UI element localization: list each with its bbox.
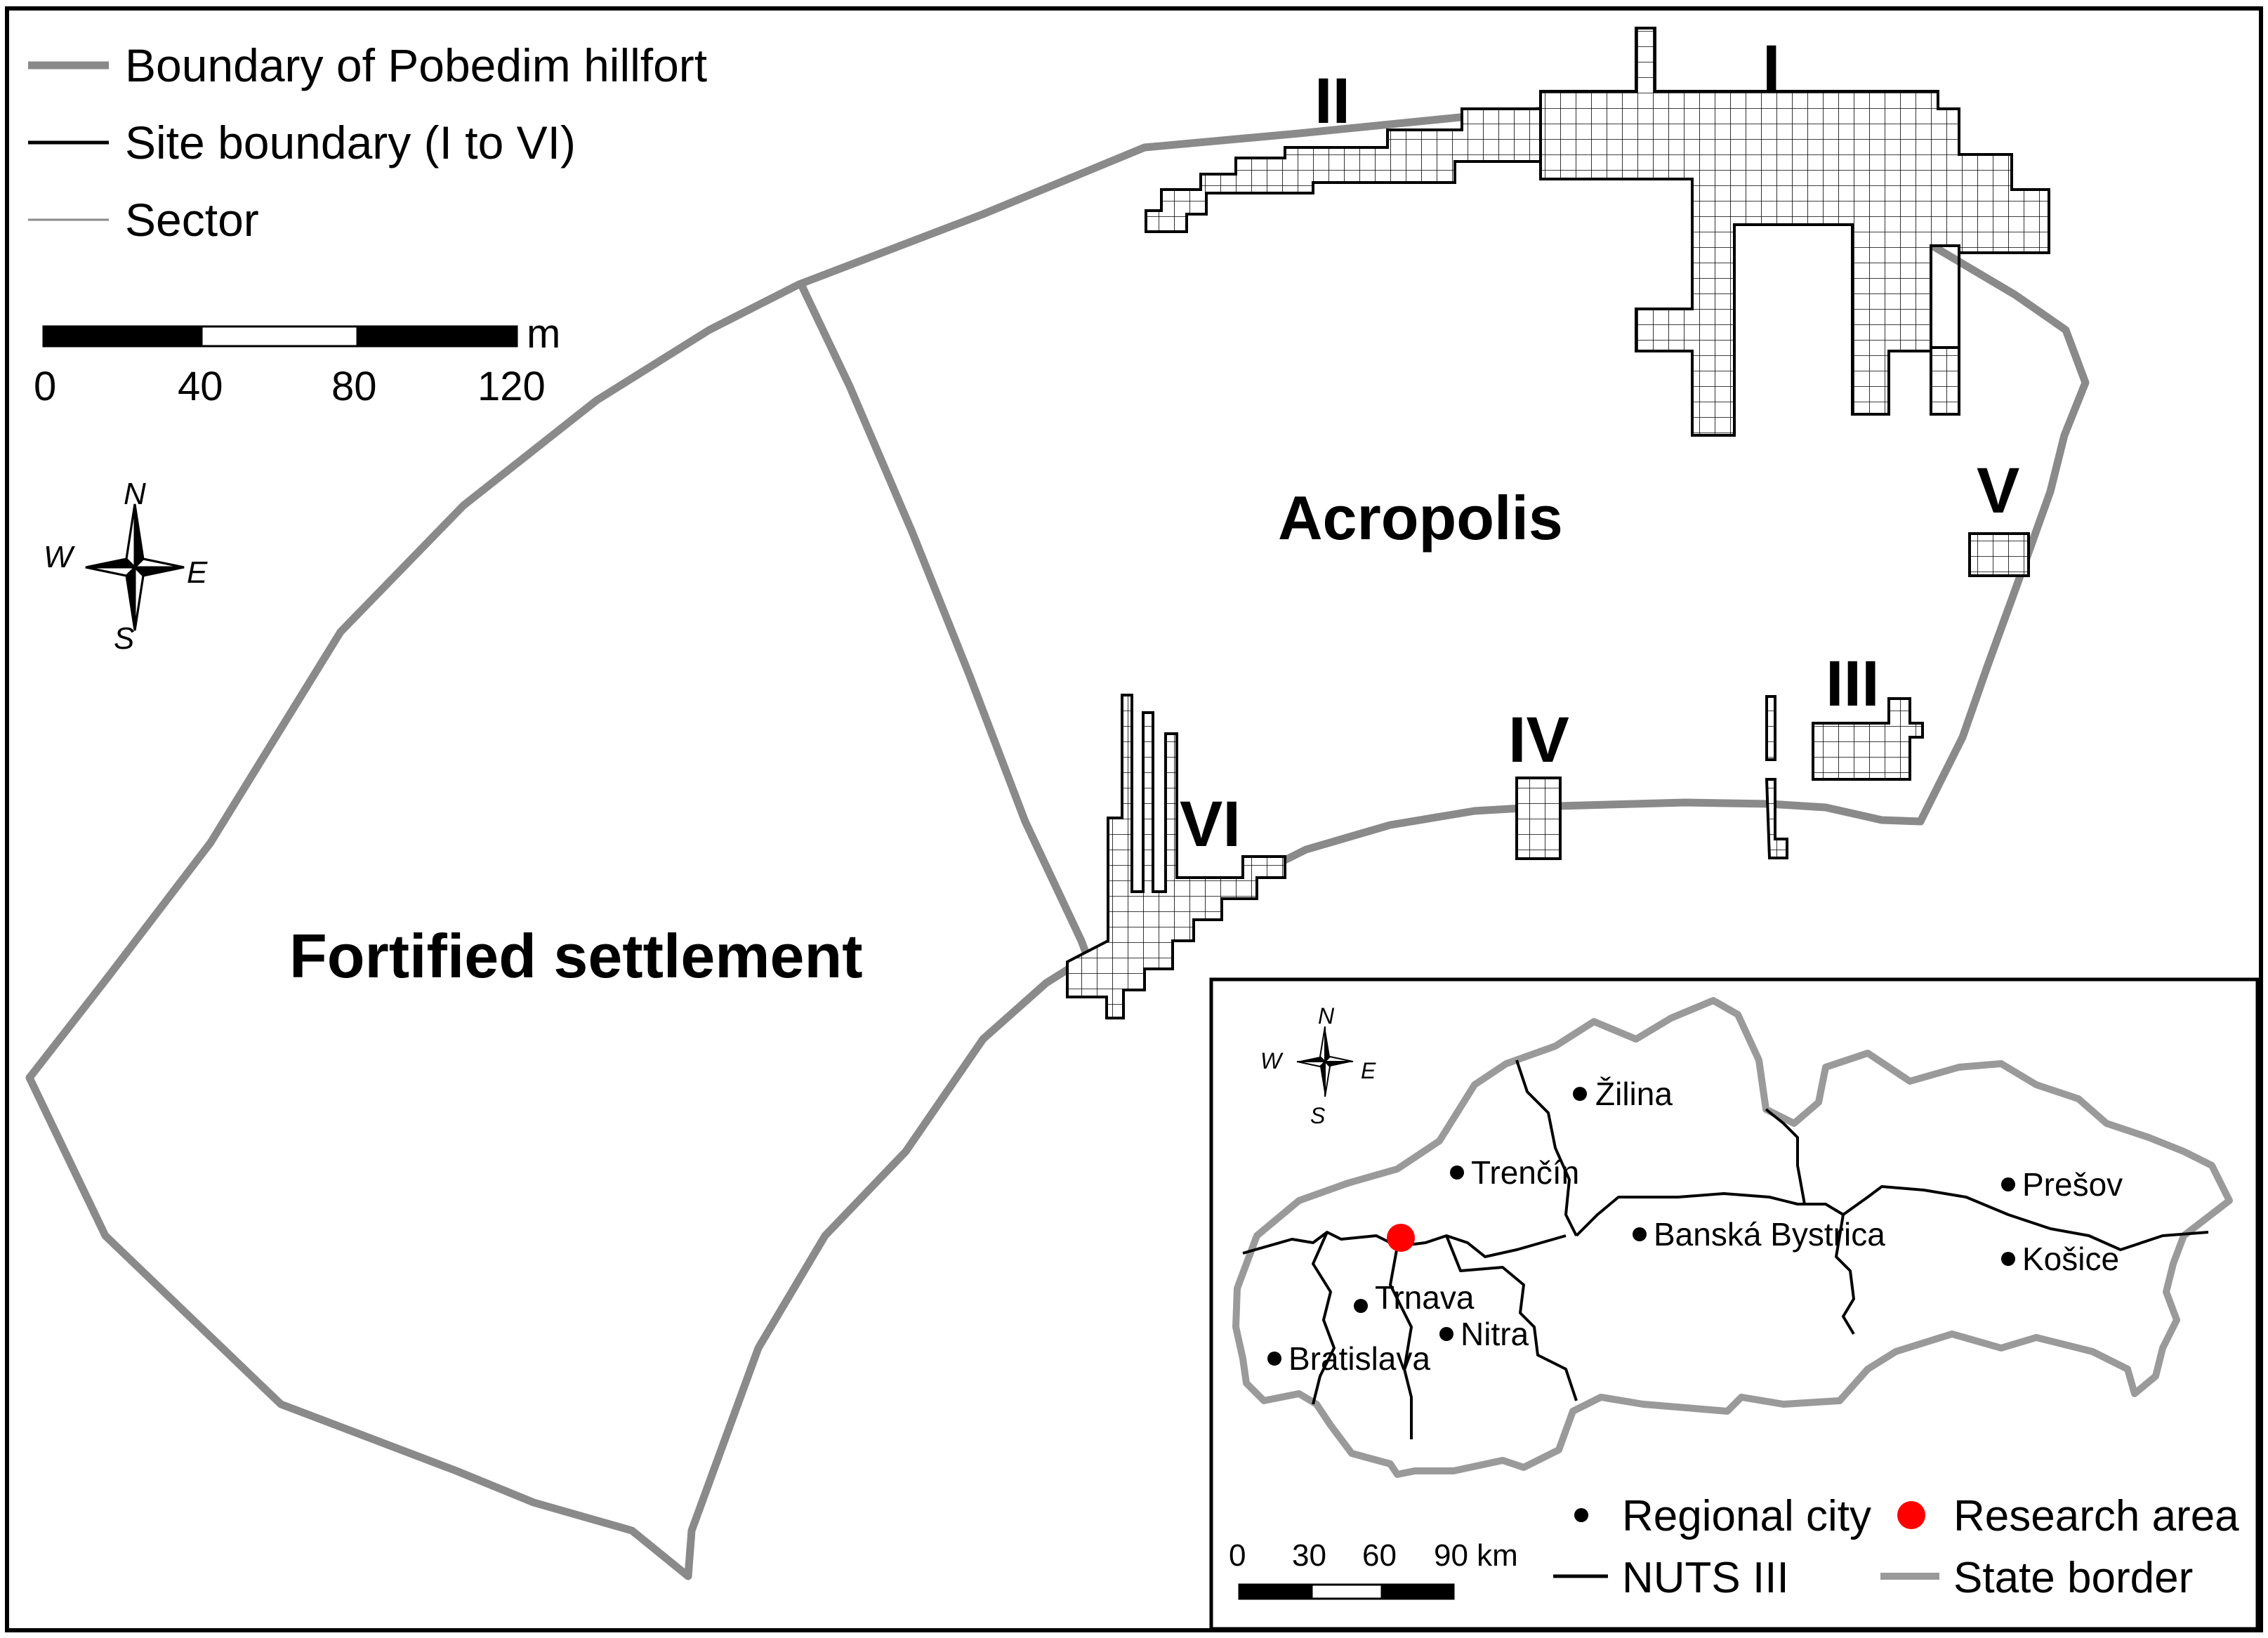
legend-research-area-dot — [1897, 1501, 1925, 1529]
scale-seg-3 — [356, 325, 518, 348]
site-label-v: V — [1977, 455, 2019, 527]
city-dot-kosice — [2001, 1252, 2015, 1266]
site-label-iii: III — [1826, 648, 1880, 720]
legend-research-area-label: Research area — [1953, 1492, 2239, 1540]
sector-divider — [797, 281, 1096, 970]
city-label-zilina: Žilina — [1595, 1076, 1673, 1112]
compass-w: W — [44, 540, 75, 574]
city-dot-banska-bystrica — [1633, 1227, 1647, 1241]
site-iii-strip-2 — [1765, 778, 1788, 859]
site-grids — [1066, 27, 2050, 1019]
inset-scale-tick-0: 0 — [1229, 1538, 1246, 1573]
inset-scale-seg-1 — [1238, 1583, 1313, 1600]
site-label-vi: VI — [1180, 788, 1241, 860]
inset-scale-tick-90: 90 km — [1434, 1538, 1518, 1573]
site-label-iv: IV — [1508, 704, 1569, 776]
site-i-grid — [1539, 27, 2050, 437]
city-dot-trnava — [1354, 1299, 1368, 1313]
city-label-trencin: Trenčín — [1471, 1154, 1579, 1191]
scale-unit: m — [527, 311, 560, 357]
inset-cities: Žilina Trenčín Banská Bystrica Prešov Ko… — [1267, 1076, 2123, 1377]
inset-scale-seg-3 — [1380, 1583, 1455, 1600]
inset-compass-icon — [1296, 1026, 1354, 1097]
compass-e: E — [187, 555, 208, 590]
city-label-kosice: Košice — [2022, 1241, 2119, 1277]
city-dot-bratislava — [1267, 1352, 1281, 1366]
city-dot-zilina — [1573, 1087, 1587, 1101]
inset-compass-e: E — [1361, 1058, 1376, 1083]
scale-tick-40: 40 — [178, 364, 223, 409]
legend-nuts-label: NUTS III — [1622, 1554, 1789, 1602]
site-label-ii: II — [1314, 65, 1350, 137]
hillfort-outline — [25, 101, 2090, 1580]
legend-regional-city-label: Regional city — [1622, 1492, 1871, 1540]
inset-scale-seg-2 — [1310, 1583, 1383, 1600]
scale-tick-0: 0 — [34, 364, 56, 409]
inset-map: Žilina Trenčín Banská Bystrica Prešov Ko… — [1209, 977, 2260, 1631]
site-iii-grid — [1812, 697, 1924, 781]
legend-hillfort-label: Boundary of Pobedim hillfort — [125, 39, 707, 91]
inset-scale-tick-30: 30 — [1292, 1538, 1326, 1573]
city-label-nitra: Nitra — [1461, 1316, 1529, 1352]
scale-seg-2 — [200, 325, 359, 348]
legend-state-border-label: State border — [1953, 1554, 2193, 1602]
scale-bar: m 0 40 80 120 — [34, 311, 560, 409]
city-label-trnava: Trnava — [1375, 1279, 1475, 1316]
site-iii-strip-1 — [1765, 695, 1776, 761]
scale-tick-120: 120 — [477, 364, 546, 409]
compass-n: N — [124, 477, 146, 511]
city-label-bratislava: Bratislava — [1288, 1340, 1430, 1377]
compass-s: S — [114, 621, 134, 656]
site-iv-grid — [1515, 777, 1562, 860]
inset-frame — [1209, 977, 2260, 1631]
inset-nuts-boundaries — [1242, 1059, 2209, 1439]
site-v-grid — [1968, 532, 2030, 577]
scale-seg-1 — [42, 325, 203, 348]
legend-sector-label: Sector — [125, 194, 259, 246]
city-dot-presov — [2001, 1177, 2015, 1191]
legend-site-label: Site boundary (I to VI) — [125, 117, 576, 169]
inset-scale-tick-60: 60 — [1362, 1538, 1397, 1573]
site-ii-grid — [1145, 105, 1542, 233]
inset-compass-w: W — [1260, 1048, 1284, 1074]
acropolis-label: Acropolis — [1278, 483, 1563, 553]
city-dot-trencin — [1450, 1165, 1464, 1180]
inset-state-border — [1232, 997, 2233, 1478]
compass-icon — [85, 503, 185, 631]
site-label-i: I — [1762, 32, 1781, 104]
city-dot-nitra — [1439, 1327, 1453, 1341]
hillfort-boundary — [25, 101, 2090, 1580]
research-area-marker — [1387, 1224, 1415, 1252]
city-label-banska-bystrica: Banská Bystrica — [1654, 1216, 1885, 1253]
legend: Boundary of Pobedim hillfort Site bounda… — [28, 39, 707, 246]
inset-compass-s: S — [1310, 1103, 1325, 1128]
scale-tick-80: 80 — [331, 364, 377, 409]
inset-compass-n: N — [1318, 1003, 1335, 1029]
site-vi-grid — [1066, 694, 1286, 1019]
legend-regional-city-dot — [1574, 1508, 1588, 1522]
fortified-settlement-label: Fortified settlement — [289, 921, 863, 991]
city-label-presov: Prešov — [2022, 1166, 2123, 1203]
